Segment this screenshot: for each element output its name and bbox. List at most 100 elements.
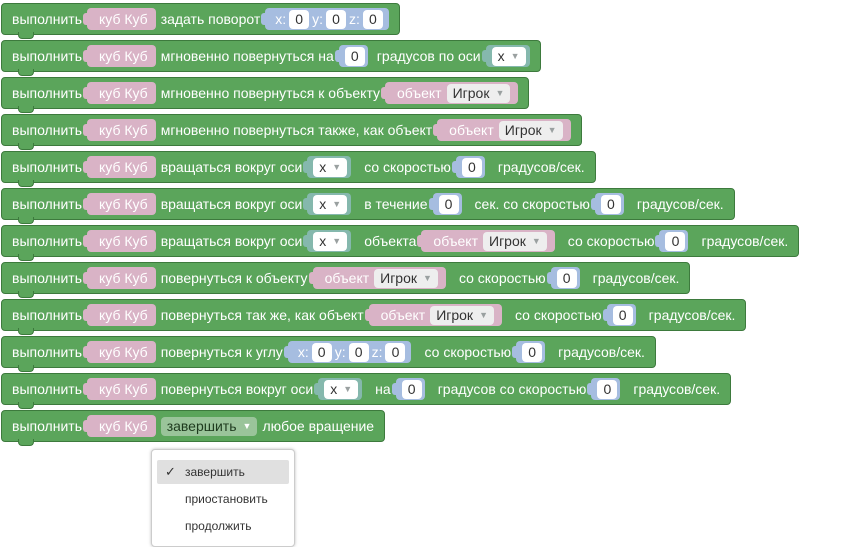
axis-input[interactable]: x▼ [481,45,530,67]
speed-input[interactable]: 0 [655,230,689,252]
block-instant-rotate-like-object[interactable]: выполнить куб Куб мгновенно повернуться … [1,114,582,150]
axis-dropdown[interactable]: x▼ [313,157,348,177]
speed-field[interactable]: 0 [665,231,686,251]
target-object[interactable]: объект Игрок▼ [308,267,446,289]
execute-label: выполнить [12,418,82,434]
speed-label: со скоростью [424,344,512,360]
chevron-down-icon: ▼ [343,384,353,394]
speed-field[interactable]: 0 [612,305,633,325]
speed-field[interactable]: 0 [461,157,482,177]
seconds-field[interactable]: 0 [438,194,459,214]
speed-input[interactable]: 0 [451,156,485,178]
angle-input[interactable]: 0 [334,45,368,67]
object-cube[interactable]: куб Куб [83,82,156,104]
block-spin-for-duration[interactable]: выполнить куб Куб вращаться вокруг оси x… [1,188,735,224]
block-turn-around-axis[interactable]: выполнить куб Куб повернуться вокруг оси… [1,373,732,409]
speed-input[interactable]: 0 [602,304,636,326]
target-object[interactable]: объект Игрок▼ [417,230,555,252]
action-label: повернуться так же, как объект [160,307,364,323]
y-field[interactable]: 0 [326,9,347,29]
axis-input[interactable]: x▼ [314,378,363,400]
angle-field[interactable]: 0 [401,379,422,399]
speed-field[interactable]: 0 [600,194,621,214]
target-dropdown[interactable]: Игрок▼ [446,83,511,103]
block-control-rotation[interactable]: выполнить куб Куб завершить▼ любое враще… [1,410,386,446]
unit-label: градусов/сек. [558,344,645,360]
target-object[interactable]: объект Игрок▼ [381,82,519,104]
block-instant-rotate-to-object[interactable]: выполнить куб Куб мгновенно повернуться … [1,77,530,113]
object-cube[interactable]: куб Куб [83,415,156,437]
action-label: мгновенно повернуться к объекту [160,85,381,101]
axis-dropdown[interactable]: x▼ [313,231,348,251]
block-instant-rotate-by[interactable]: выполнить куб Куб мгновенно повернуться … [1,40,541,76]
axis-input[interactable]: x▼ [303,156,352,178]
object-cube[interactable]: куб Куб [83,304,156,326]
action-label: вращаться вокруг оси [160,159,303,175]
speed-input[interactable]: 0 [546,267,580,289]
object-cube[interactable]: куб Куб [83,230,156,252]
chevron-down-icon: ▼ [332,199,342,209]
axis-input[interactable]: x▼ [303,193,352,215]
speed-field[interactable]: 0 [597,379,618,399]
z-field[interactable]: 0 [362,9,383,29]
target-dropdown[interactable]: Игрок▼ [498,120,563,140]
object-cube[interactable]: куб Куб [83,341,156,363]
speed-input[interactable]: 0 [590,193,624,215]
execute-label: выполнить [12,122,82,138]
object-cube[interactable]: куб Куб [83,45,156,67]
speed-input[interactable]: 0 [587,378,621,400]
axis-input[interactable]: x▼ [303,230,352,252]
target-dropdown[interactable]: Игрок▼ [483,231,547,251]
mode-dropdown[interactable]: завершить▼ [160,416,258,436]
angle-input[interactable]: 0 [391,378,425,400]
target-dropdown[interactable]: Игрок▼ [430,305,494,325]
axis-dropdown[interactable]: x▼ [491,46,526,66]
execute-label: выполнить [12,85,82,101]
seconds-speed-label: сек. со скоростью [474,196,590,212]
speed-input[interactable]: 0 [512,341,546,363]
block-turn-to-angle[interactable]: выполнить куб Куб повернуться к углу x:0… [1,336,656,372]
speed-label: со скоростью [364,159,451,175]
chevron-down-icon: ▼ [332,162,342,172]
during-label: в течение [364,196,428,212]
speed-field[interactable]: 0 [522,342,543,362]
unit-label: градусов/сек. [633,381,721,397]
angle-field[interactable]: 0 [344,46,365,66]
action-label: вращаться вокруг оси [160,233,303,249]
vector-input[interactable]: x:0 y:0 z:0 [283,341,412,363]
speed-field[interactable]: 0 [556,268,577,288]
block-turn-like-object[interactable]: выполнить куб Куб повернуться так же, ка… [1,299,747,335]
z-field[interactable]: 0 [385,342,406,362]
menu-item-finish[interactable]: ✓ завершить [157,460,289,484]
object-cube[interactable]: куб Куб [83,119,156,141]
on-label: на [375,381,391,397]
execute-label: выполнить [12,11,82,27]
axis-dropdown[interactable]: x▼ [313,194,348,214]
object-cube[interactable]: куб Куб [83,156,156,178]
y-field[interactable]: 0 [348,342,369,362]
x-field[interactable]: 0 [311,342,332,362]
execute-label: выполнить [12,196,82,212]
target-object[interactable]: объект Игрок▼ [433,119,571,141]
axis-dropdown[interactable]: x▼ [324,379,359,399]
unit-label: градусов/сек. [636,196,724,212]
block-set-rotation[interactable]: выполнить куб Куб задать поворот x:0 y:0… [1,3,400,39]
seconds-input[interactable]: 0 [428,193,462,215]
menu-item-resume[interactable]: продолжить [185,519,252,533]
block-turn-to-object[interactable]: выполнить куб Куб повернуться к объекту … [1,262,691,298]
chevron-down-icon: ▼ [423,273,432,283]
unit-label: градусов/сек. [648,307,736,323]
execute-label: выполнить [12,233,82,249]
block-spin-around-axis[interactable]: выполнить куб Куб вращаться вокруг оси x… [1,151,596,187]
vector-input[interactable]: x:0 y:0 z:0 [261,8,389,30]
action-label: повернуться к объекту [160,270,308,286]
target-object[interactable]: объект Игрок▼ [364,304,502,326]
object-cube[interactable]: куб Куб [83,267,156,289]
target-dropdown[interactable]: Игрок▼ [374,268,438,288]
block-spin-around-object[interactable]: выполнить куб Куб вращаться вокруг оси x… [1,225,800,261]
menu-item-pause[interactable]: приостановить [185,492,268,506]
object-cube[interactable]: куб Куб [83,378,156,400]
object-cube[interactable]: куб Куб [83,8,156,30]
x-field[interactable]: 0 [289,9,310,29]
object-cube[interactable]: куб Куб [83,193,156,215]
